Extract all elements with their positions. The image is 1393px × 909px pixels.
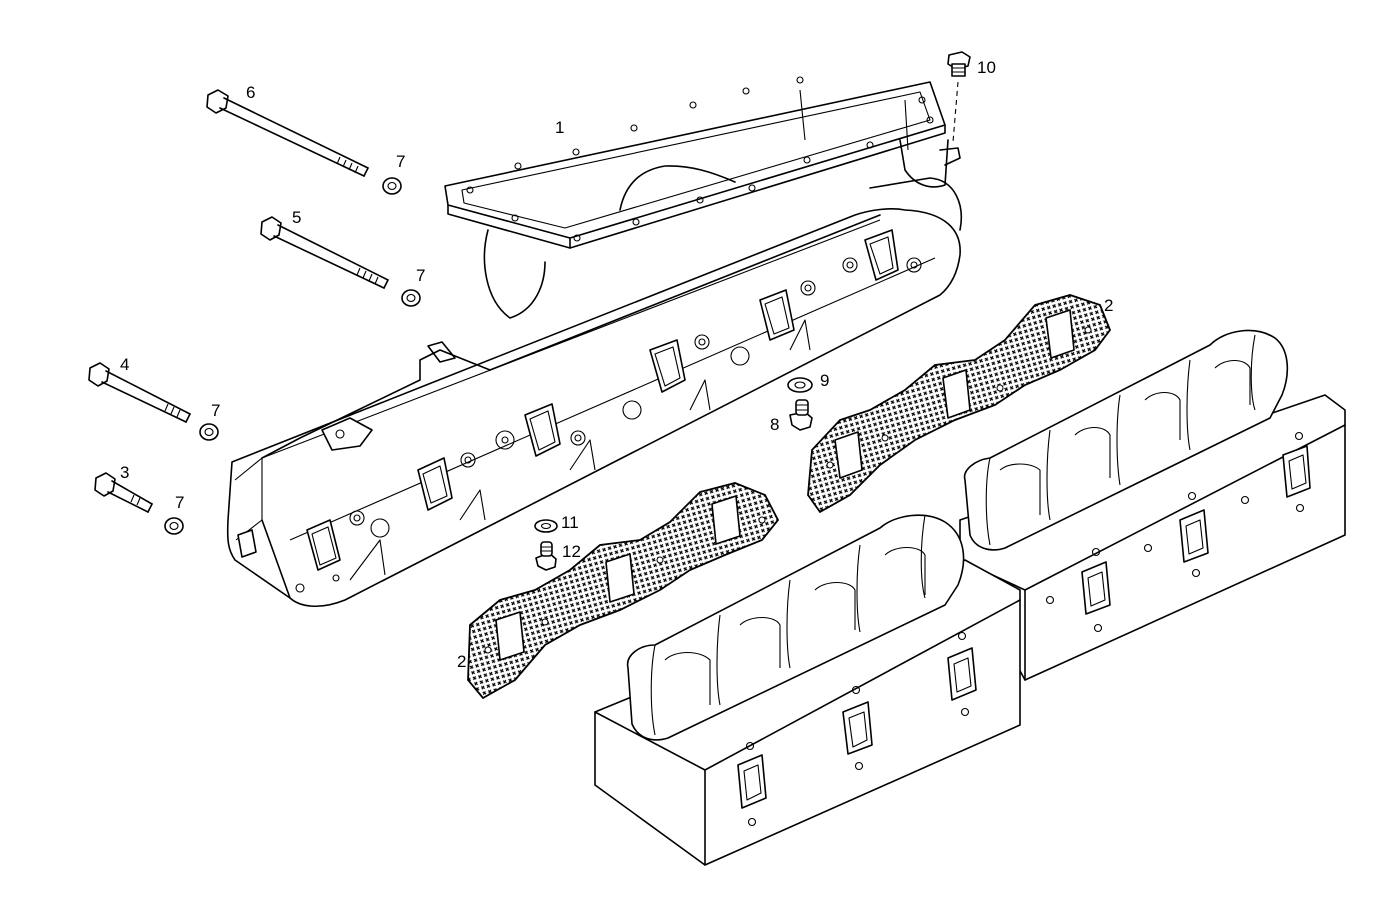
washer-7-b <box>401 289 421 307</box>
nut-8 <box>789 399 813 431</box>
washer-7-a <box>382 177 402 195</box>
bolt-6 <box>206 89 369 177</box>
callout-2-lower: 2 <box>457 652 466 671</box>
gasket-upper <box>807 294 1112 514</box>
bolt-4 <box>88 362 191 423</box>
cylinder-head-front <box>594 514 1021 866</box>
intake-manifold <box>226 76 962 607</box>
callout-9: 9 <box>820 371 829 390</box>
callout-7-d: 7 <box>175 493 184 512</box>
gasket-lower <box>467 482 780 700</box>
runner-ports <box>306 229 899 571</box>
bolt-5 <box>260 216 389 289</box>
callout-3: 3 <box>120 463 129 482</box>
callout-5: 5 <box>292 208 301 227</box>
cylinder-head-rear <box>959 329 1346 681</box>
callout-labels: 1 2 2 3 4 5 6 7 7 7 7 8 9 10 11 12 <box>120 58 1113 671</box>
callout-11: 11 <box>561 513 579 532</box>
washer-7-d <box>164 517 184 535</box>
callout-7-a: 7 <box>396 152 405 171</box>
callout-12: 12 <box>562 542 581 561</box>
callout-2-upper: 2 <box>1104 296 1113 315</box>
plug-10 <box>947 51 971 143</box>
callout-1: 1 <box>555 118 564 137</box>
callout-7-b: 7 <box>416 266 425 285</box>
washer-11 <box>534 519 558 533</box>
callout-8: 8 <box>770 415 779 434</box>
callout-7-c: 7 <box>211 401 220 420</box>
nut-12 <box>535 541 557 571</box>
washer-7-c <box>199 423 219 441</box>
callout-4: 4 <box>120 355 129 374</box>
bolt-3 <box>94 472 153 513</box>
callout-10: 10 <box>977 58 996 77</box>
callout-6: 6 <box>246 83 255 102</box>
washer-9 <box>787 377 813 393</box>
